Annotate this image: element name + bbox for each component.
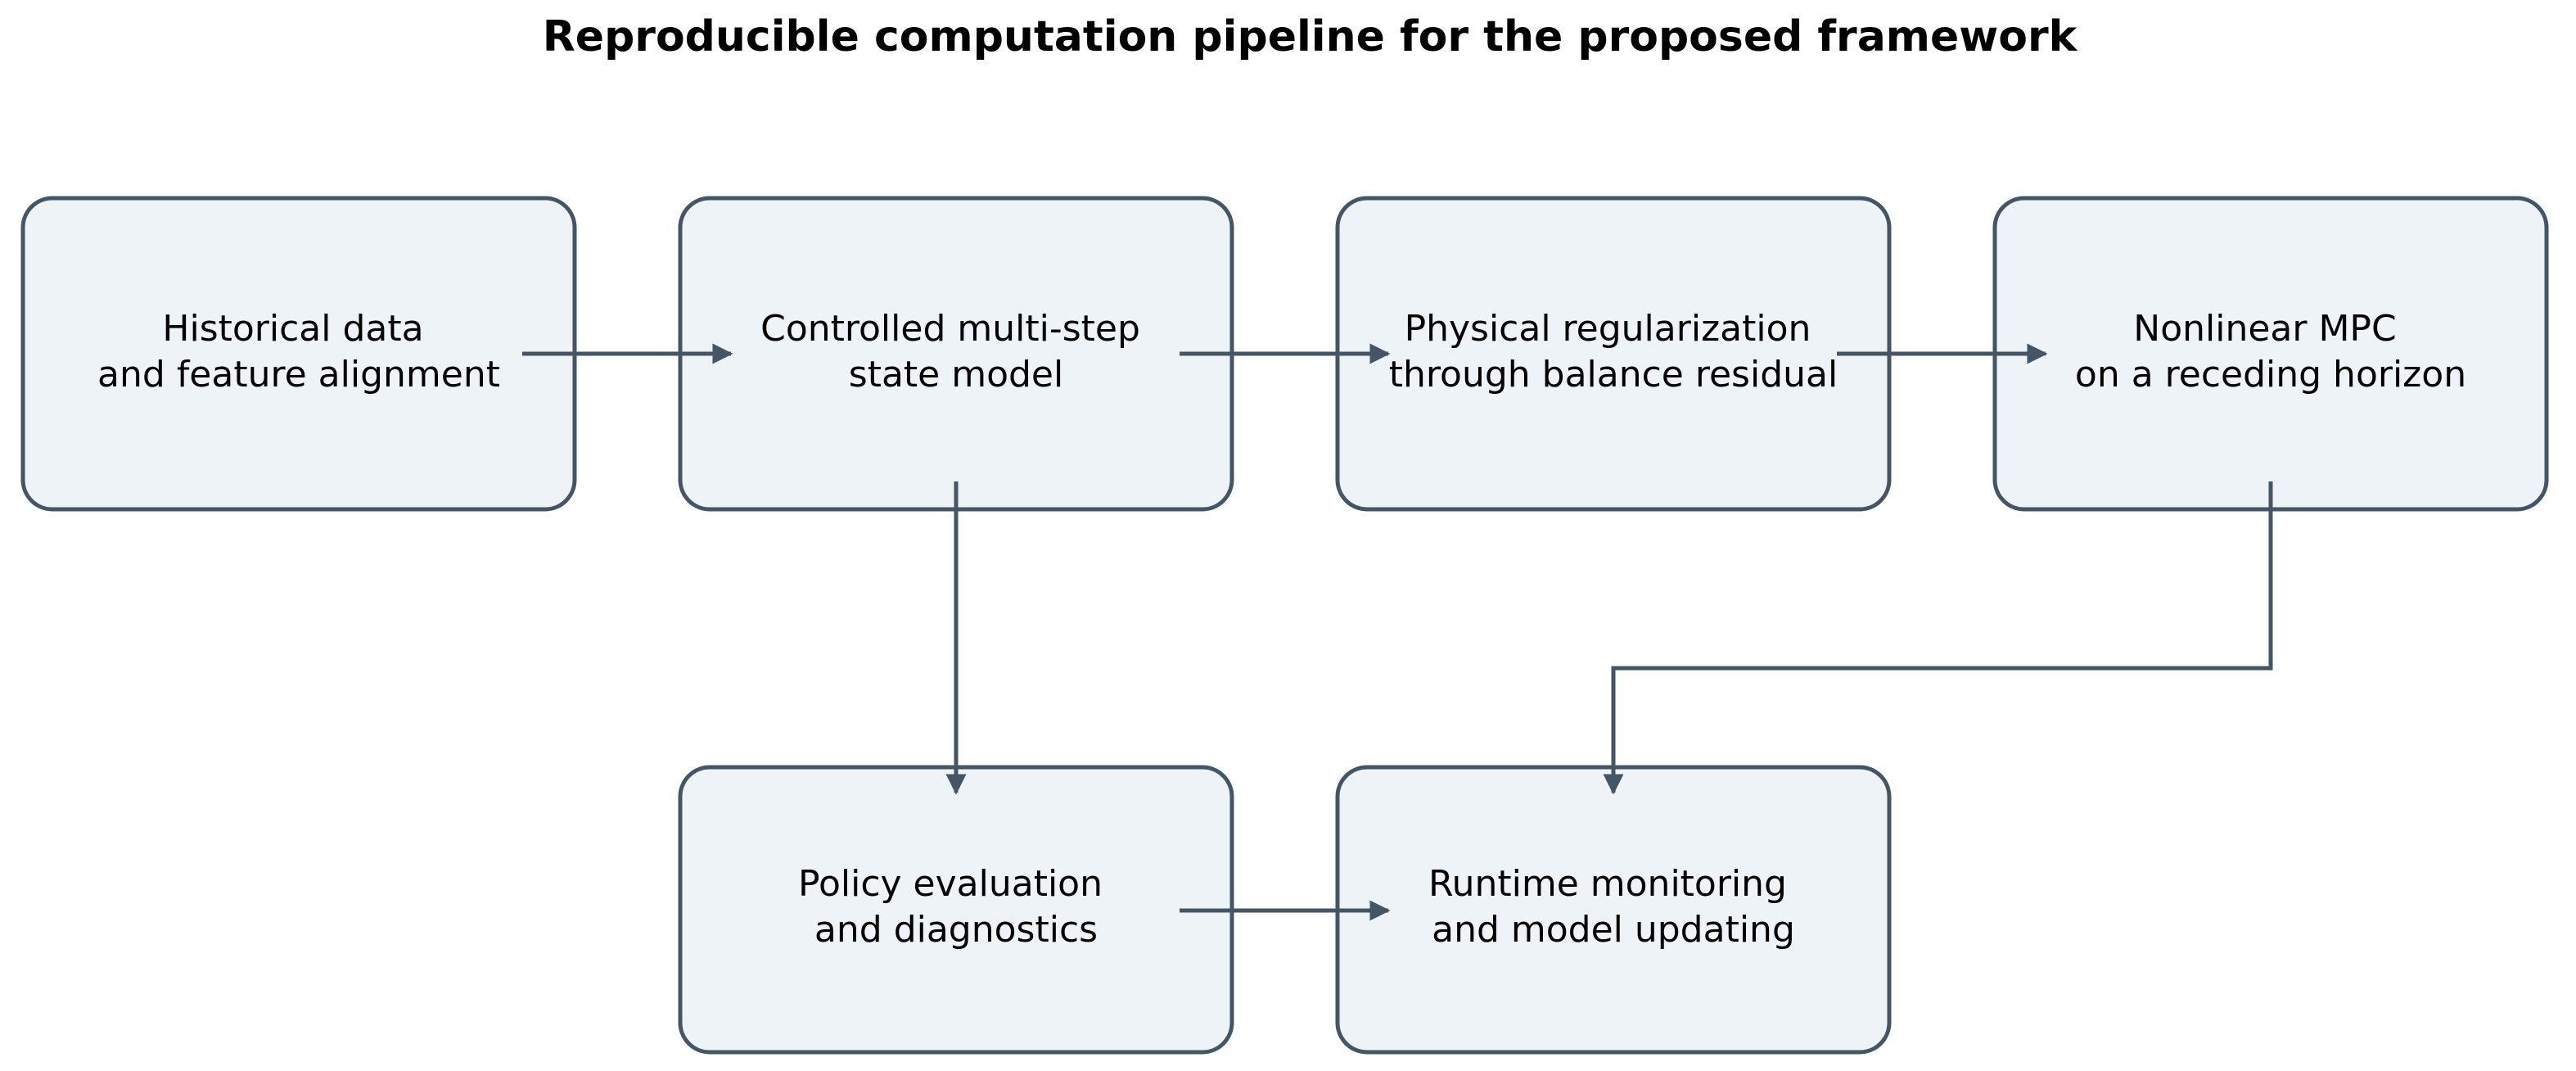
node-label: Policy evaluation and diagnostics (798, 863, 1114, 951)
node-label: Historical data and feature alignment (97, 308, 500, 395)
node-policy-evaluation: Policy evaluation and diagnostics (678, 765, 1234, 1055)
node-label-line-1: Physical regularization (1405, 308, 1811, 350)
node-label: Physical regularization through balance … (1389, 308, 1838, 395)
node-label-line-2: state model (849, 354, 1063, 395)
node-label-line-1: Runtime monitoring (1428, 863, 1787, 905)
node-label-line-1: Policy evaluation (798, 863, 1103, 905)
diagram-title: Reproducible computation pipeline for th… (543, 12, 2078, 61)
node-label: Nonlinear MPC on a receding horizon (2075, 308, 2466, 395)
node-label-line-1: Controlled multi-step (760, 308, 1140, 350)
node-nonlinear-mpc: Nonlinear MPC on a receding horizon (1992, 196, 2549, 512)
node-label-line-2: on a receding horizon (2075, 354, 2466, 395)
node-label-line-2: through balance residual (1389, 354, 1838, 395)
edge-nonlinear-mpc-to-runtime-monitoring (1603, 481, 2273, 795)
node-physical-regularization: Physical regularization through balance … (1335, 196, 1892, 512)
node-label: Controlled multi-step state model (760, 308, 1152, 395)
node-label: Runtime monitoring and model updating (1428, 863, 1798, 951)
node-label-line-2: and model updating (1432, 909, 1795, 951)
node-label-line-1: Nonlinear MPC (2133, 308, 2396, 350)
node-label-line-1: Historical data (162, 308, 423, 350)
node-state-model: Controlled multi-step state model (678, 196, 1234, 512)
node-runtime-monitoring: Runtime monitoring and model updating (1335, 765, 1892, 1055)
node-historical-data: Historical data and feature alignment (20, 196, 577, 512)
node-label-line-2: and diagnostics (814, 909, 1098, 951)
node-label-line-2: and feature alignment (97, 354, 500, 395)
